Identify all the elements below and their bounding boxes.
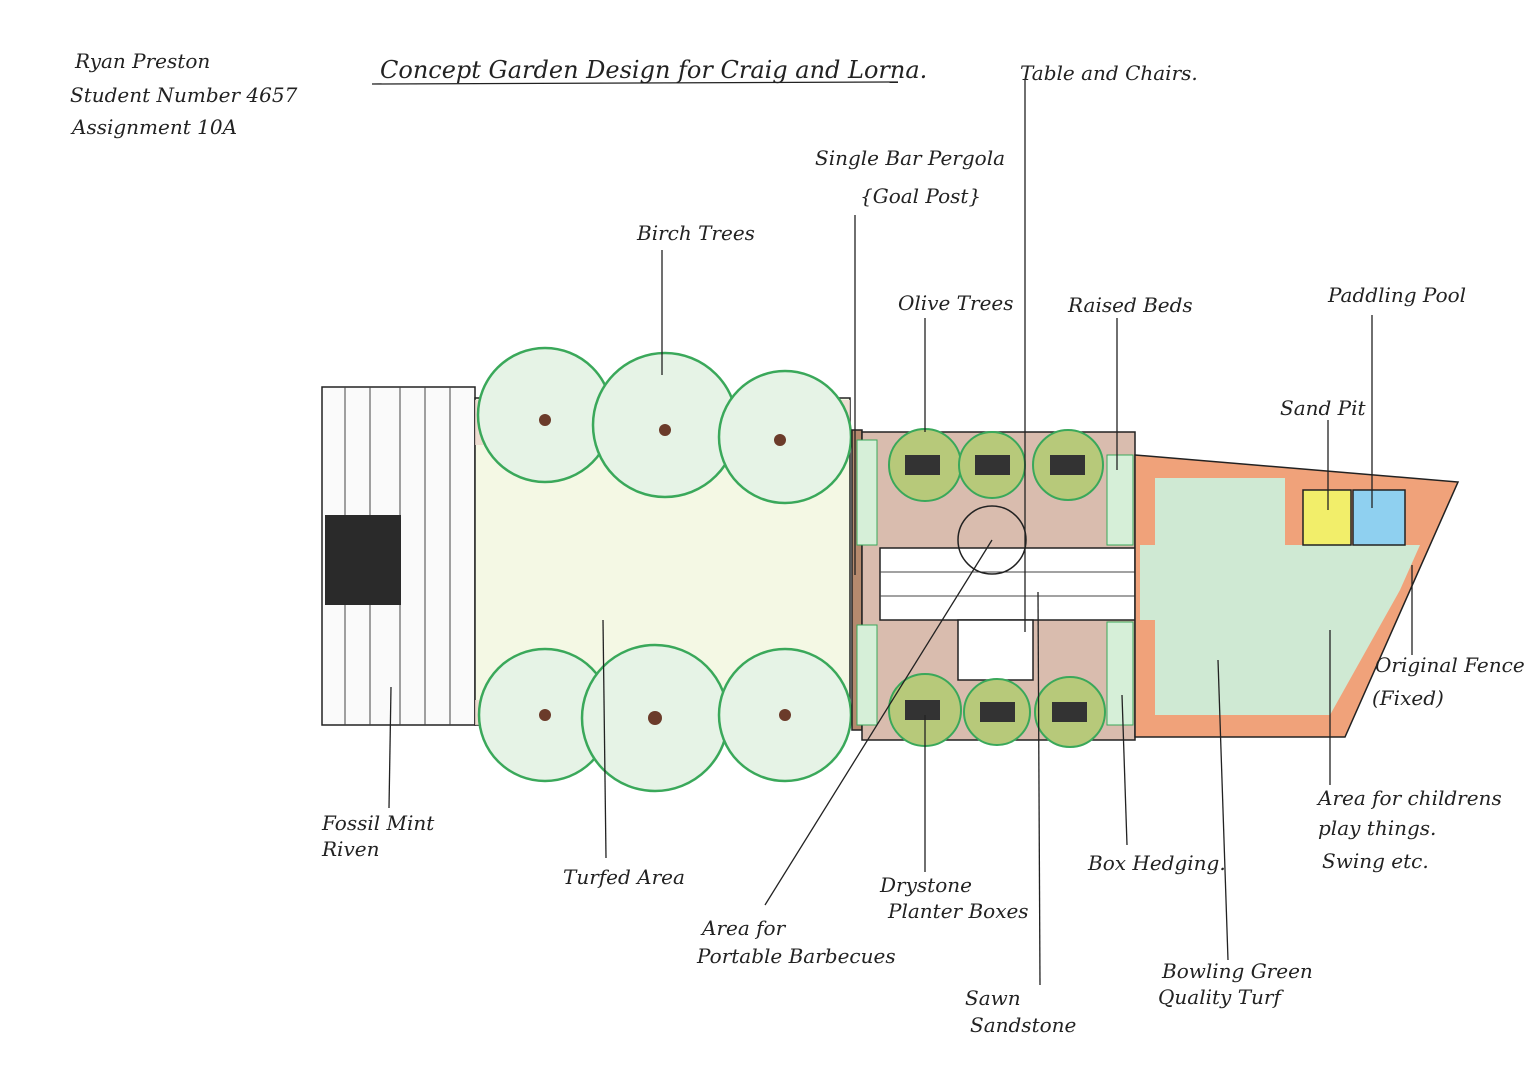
label-olive-trees: Olive Trees: [898, 291, 1014, 315]
label-birch-trees: Birch Trees: [636, 221, 755, 245]
fossil-mint-paving: [321, 386, 476, 726]
label-table-chairs: Table and Chairs.: [1020, 61, 1198, 85]
label-bowling-turf: Quality Turf: [1158, 985, 1284, 1009]
dark-paving-feature: [325, 515, 401, 605]
label-sand-pit: Sand Pit: [1280, 396, 1367, 420]
sand-pit: [1302, 489, 1352, 546]
label-fossil-mint: Fossil Mint: [321, 811, 435, 835]
label-drystone: Drystone: [879, 873, 972, 897]
label-sandstone: Sandstone: [970, 1013, 1076, 1037]
label-planter-boxes: Planter Boxes: [887, 899, 1029, 923]
hedge: [856, 439, 878, 546]
bbq-area-circle: [957, 505, 1027, 575]
label-raised-beds: Raised Beds: [1067, 293, 1193, 317]
bowling-green-turf: [1140, 478, 1420, 715]
label-paddling-pool: Paddling Pool: [1327, 283, 1466, 307]
raised-bed: [1106, 621, 1134, 726]
label-sawn: Sawn: [965, 986, 1021, 1010]
student-number: Student Number 4657: [70, 83, 298, 107]
plan-title: Concept Garden Design for Craig and Lorn…: [380, 56, 927, 84]
label-box-hedging: Box Hedging.: [1087, 851, 1226, 875]
title-underline: [371, 81, 899, 85]
label-riven: Riven: [321, 837, 379, 861]
table-and-chairs: [957, 619, 1034, 681]
label-bbq-portable: Portable Barbecues: [696, 944, 896, 968]
label-pergola: Single Bar Pergola: [815, 146, 1005, 170]
label-children-area-3: Swing etc.: [1322, 849, 1429, 873]
paddling-pool: [1352, 489, 1406, 546]
label-bowling-green: Bowling Green: [1161, 959, 1313, 983]
label-pergola-note: {Goal Post}: [860, 184, 981, 208]
hedge: [856, 624, 878, 726]
author-name: Ryan Preston: [74, 49, 210, 73]
label-fence: Original Fence: [1375, 653, 1525, 677]
leader-lines: [388, 80, 1413, 986]
birch-trees: [476, 346, 853, 793]
label-turfed-area: Turfed Area: [563, 865, 685, 889]
sawn-sandstone: [879, 547, 1136, 621]
label-children-area-2: play things.: [1318, 816, 1436, 840]
raised-bed: [1106, 454, 1134, 546]
label-fence-fixed: (Fixed): [1372, 686, 1444, 710]
label-bbq-area: Area for: [700, 916, 787, 940]
assignment: Assignment 10A: [70, 115, 237, 139]
label-children-area: Area for childrens: [1316, 786, 1502, 810]
